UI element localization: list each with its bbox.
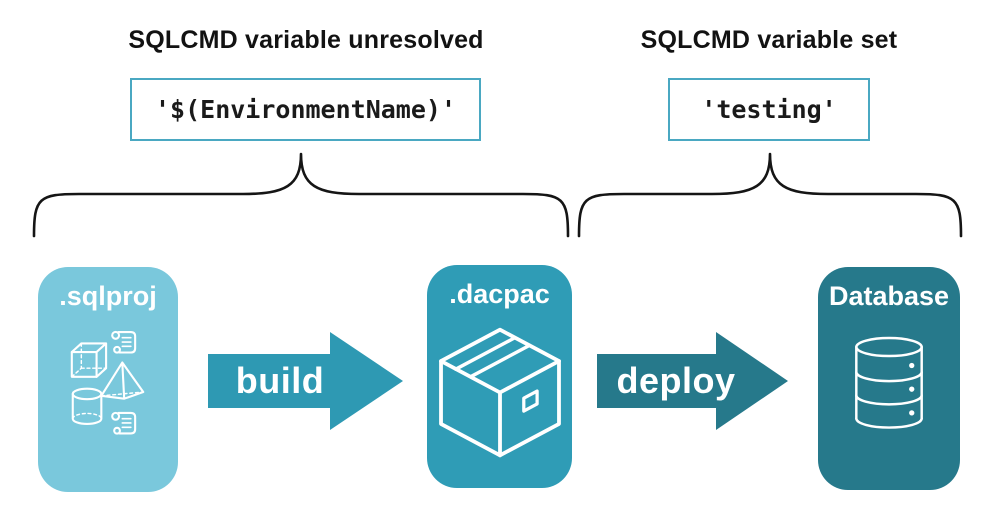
build-arrow-shape bbox=[208, 332, 403, 430]
code-text-set: 'testing' bbox=[701, 95, 837, 124]
code-box-environment-variable: '$(EnvironmentName)' bbox=[130, 78, 481, 141]
heading-sqlcmd-unresolved: SQLCMD variable unresolved bbox=[128, 26, 484, 54]
right-curly-brace bbox=[577, 152, 963, 238]
code-box-testing-value: 'testing' bbox=[668, 78, 870, 141]
code-text-unresolved: '$(EnvironmentName)' bbox=[154, 95, 457, 124]
right-curly-brace-path bbox=[577, 152, 963, 238]
build-arrow: build bbox=[208, 331, 404, 431]
node-dacpac: .dacpac bbox=[427, 265, 572, 488]
heading-sqlcmd-set: SQLCMD variable set bbox=[640, 26, 898, 54]
build-arrow-label: build bbox=[235, 360, 325, 401]
node-label-database: Database bbox=[828, 281, 950, 311]
database-cylinder-icon bbox=[855, 336, 923, 429]
node-label-dacpac: .dacpac bbox=[449, 279, 550, 309]
left-curly-brace bbox=[32, 152, 570, 238]
node-database: Database bbox=[818, 267, 960, 490]
sql-objects-icon bbox=[70, 330, 145, 435]
deploy-arrow-shape bbox=[597, 332, 788, 430]
node-sqlproj: .sqlproj bbox=[38, 267, 178, 492]
node-label-sqlproj: .sqlproj bbox=[59, 281, 157, 311]
deploy-arrow-label: deploy bbox=[616, 360, 736, 401]
deploy-arrow: deploy bbox=[597, 331, 789, 431]
package-box-icon bbox=[438, 327, 561, 458]
left-curly-brace-path bbox=[32, 152, 570, 238]
